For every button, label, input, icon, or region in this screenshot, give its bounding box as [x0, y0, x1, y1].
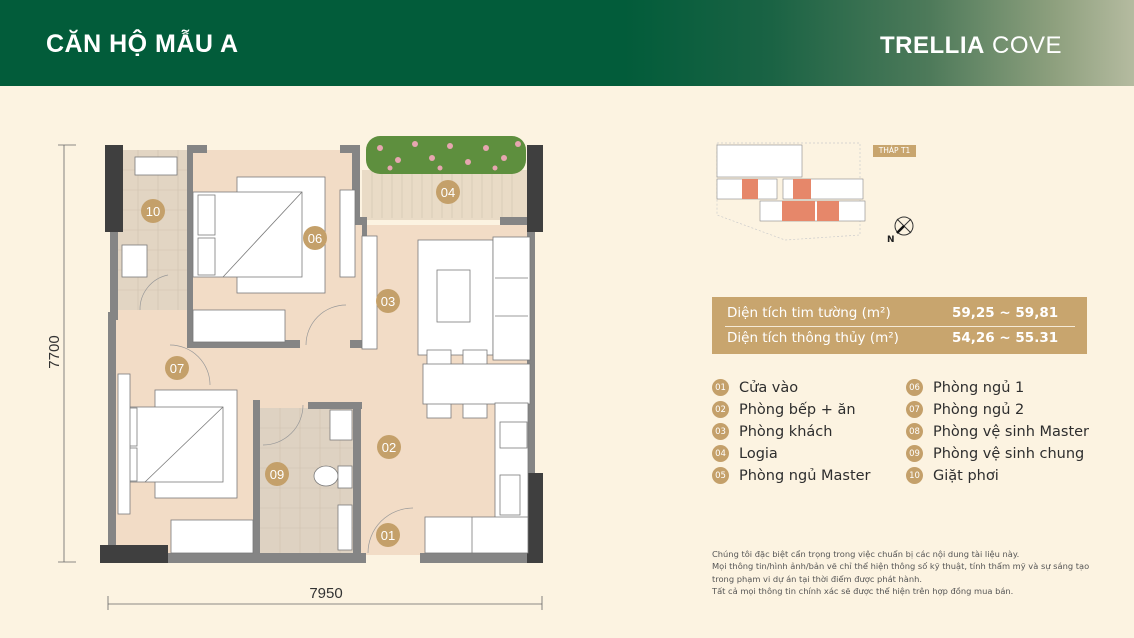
dimension-height [58, 144, 76, 563]
washer [121, 244, 148, 278]
bath-sink [329, 409, 353, 441]
wardrobe-1 [192, 309, 286, 343]
wardrobe-living [339, 189, 356, 278]
room-label-02: 02 [377, 435, 401, 459]
tower-tag: THÁP T1 [873, 145, 916, 157]
page-title: CĂN HỘ MẪU A [46, 30, 239, 58]
compass-icon [894, 216, 914, 236]
sink [499, 474, 521, 516]
svg-text:06: 06 [308, 231, 322, 246]
wardrobe-2 [170, 519, 254, 554]
svg-text:09: 09 [270, 467, 284, 482]
laundry-sink [134, 156, 178, 176]
highlighted-units [742, 179, 839, 221]
dining-table [422, 363, 531, 405]
brand-logo: TRELLIA COVE [880, 32, 1062, 60]
header-banner: CĂN HỘ MẪU A TRELLIA COVE [0, 0, 1134, 86]
nightstand [117, 373, 131, 515]
chair [426, 349, 452, 366]
room-label-07: 07 [165, 356, 189, 380]
room-label-03: 03 [376, 289, 400, 313]
site-plan-thumbnail: N [716, 142, 914, 245]
divider [725, 326, 1075, 327]
svg-text:02: 02 [382, 440, 396, 455]
shower [337, 504, 353, 551]
room-label-markers: 10 06 04 03 07 02 09 01 [141, 180, 460, 547]
sofa [492, 236, 531, 361]
dim-height-label: 7700 [46, 335, 63, 368]
dim-width-label: 7950 [309, 585, 342, 602]
room-label-09: 09 [265, 462, 289, 486]
tv-cabinet [361, 235, 378, 350]
disclaimer: Chúng tôi đặc biệt cẩn trọng trong việc … [712, 549, 1090, 596]
room-label-10: 10 [141, 199, 165, 223]
room-label-01: 01 [376, 523, 400, 547]
room-label-06: 06 [303, 226, 327, 250]
stove [499, 421, 528, 449]
coffee-table [436, 269, 471, 323]
structural-columns [100, 145, 543, 563]
toilet [313, 465, 339, 487]
area-row: Diện tích thông thủy (m²)54,26 ~ 55.31 [727, 330, 1059, 346]
svg-text:04: 04 [441, 185, 455, 200]
kitchen-counter-bottom [424, 516, 529, 554]
north-label: N [887, 235, 895, 245]
svg-text:07: 07 [170, 361, 184, 376]
room-label-04: 04 [436, 180, 460, 204]
svg-text:01: 01 [381, 528, 395, 543]
door-swings [139, 274, 414, 554]
area-row: Diện tích tim tường (m²)59,25 ~ 59,81 [727, 305, 1059, 321]
dimension-width [107, 596, 543, 610]
area-table: Diện tích tim tường (m²)59,25 ~ 59,81 Di… [712, 297, 1087, 354]
floor-plan: 7700 7950 [46, 136, 543, 610]
logo-text-bold: TRELLIA [880, 32, 985, 59]
svg-text:10: 10 [146, 204, 160, 219]
logia-plants-image [366, 136, 526, 174]
logo-text-light: COVE [992, 32, 1063, 59]
svg-text:03: 03 [381, 294, 395, 309]
